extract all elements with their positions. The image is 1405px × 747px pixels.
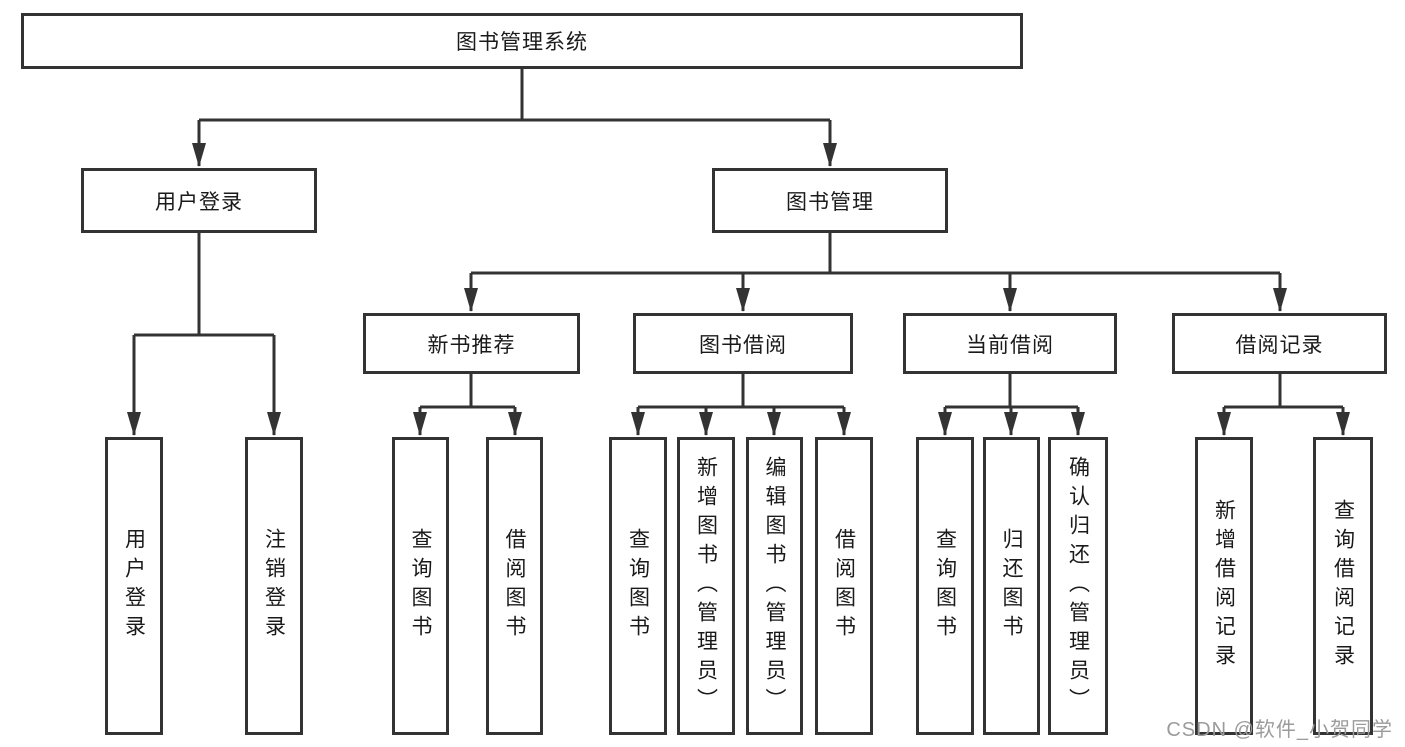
- leaf-borrow-books: 借阅图书: [815, 437, 873, 735]
- leaf-user-login: 用户登录: [105, 437, 163, 735]
- node-label: 确认归还（管理员）: [1066, 455, 1090, 717]
- leaf-query-books-borrow: 查询图书: [609, 437, 667, 735]
- node-label: 当前借阅: [966, 333, 1054, 357]
- node-label: 新增图书（管理员）: [694, 455, 718, 717]
- node-label: 新增借阅记录: [1212, 499, 1236, 673]
- node-user-login: 用户登录: [81, 168, 317, 233]
- node-label: 查询借阅记录: [1331, 499, 1355, 673]
- leaf-query-books-current: 查询图书: [916, 437, 974, 735]
- node-book-borrow: 图书借阅: [633, 313, 853, 374]
- node-label: 用户登录: [155, 190, 243, 214]
- node-root-library-system: 图书管理系统: [21, 13, 1023, 69]
- node-label: 查询图书: [409, 528, 432, 644]
- leaf-confirm-return-admin: 确认归还（管理员）: [1048, 437, 1108, 735]
- leaf-borrow-books-recommend: 借阅图书: [486, 437, 543, 735]
- node-label: 查询图书: [933, 528, 957, 644]
- node-label: 编辑图书（管理员）: [763, 455, 786, 717]
- leaf-add-book-admin: 新增图书（管理员）: [677, 437, 735, 735]
- node-label: 借阅图书: [832, 528, 856, 644]
- leaf-add-borrow-record: 新增借阅记录: [1195, 437, 1253, 735]
- node-label: 图书管理: [786, 190, 874, 214]
- node-label: 借阅图书: [503, 528, 526, 644]
- csdn-watermark: CSDN @软件_小贺同学: [1166, 719, 1393, 741]
- node-label: 借阅记录: [1235, 333, 1324, 357]
- node-new-book-recommend: 新书推荐: [363, 313, 580, 374]
- leaf-query-borrow-record: 查询借阅记录: [1313, 437, 1373, 735]
- node-borrow-records: 借阅记录: [1172, 313, 1387, 374]
- node-label: 查询图书: [626, 528, 650, 644]
- leaf-query-books-recommend: 查询图书: [392, 437, 449, 735]
- node-book-management: 图书管理: [712, 168, 948, 233]
- node-label: 新书推荐: [427, 333, 516, 357]
- node-current-borrow: 当前借阅: [903, 313, 1117, 374]
- leaf-logout: 注销登录: [245, 437, 303, 735]
- leaf-edit-book-admin: 编辑图书（管理员）: [746, 437, 803, 735]
- node-label: 用户登录: [122, 528, 146, 644]
- node-label: 图书管理系统: [456, 31, 588, 54]
- node-label: 图书借阅: [699, 333, 787, 357]
- node-label: 注销登录: [262, 528, 286, 644]
- node-label: 归还图书: [1000, 528, 1023, 644]
- leaf-return-book: 归还图书: [983, 437, 1040, 735]
